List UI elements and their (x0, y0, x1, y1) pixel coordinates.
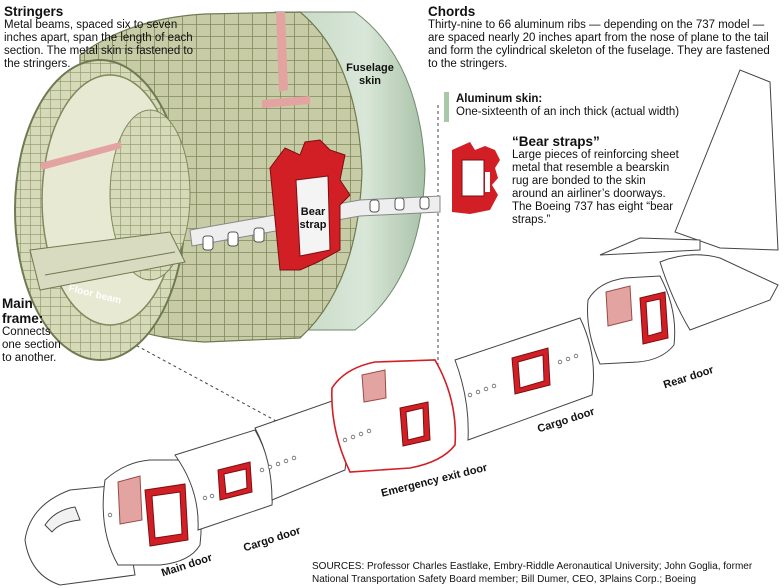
chords-title: Chords (428, 4, 476, 19)
connector-line (51, 299, 331, 451)
stringers-text: Metal beams, spaced six to seven inches … (4, 19, 193, 70)
chords-text: Thirty-nine to 66 aluminum ribs — depend… (428, 19, 770, 70)
tail-cone (659, 254, 779, 331)
chords-callout: Chords Thirty-nine to 66 aluminum ribs —… (428, 4, 773, 71)
aluminum-skin-title: Aluminum skin: (456, 93, 543, 105)
stringers-title: Stringers (4, 4, 64, 19)
cutaway-section (14, 11, 441, 361)
exploded-fuselage (24, 69, 779, 586)
aluminum-skin-swatch (444, 92, 449, 122)
main-frame-text: Connects one section to another. (2, 326, 61, 364)
stringers-callout: Stringers Metal beams, spaced six to sev… (4, 4, 210, 71)
main-frame-callout: Main frame: Connects one section to anot… (2, 296, 64, 365)
sources-note: SOURCES: Professor Charles Eastlake, Emb… (312, 561, 753, 585)
bear-strap-icon (452, 142, 500, 214)
bear-strap-label: Bear strap (299, 206, 327, 231)
fuselage-skin-label: Fuselage skin (346, 62, 394, 87)
vertical-stabilizer (674, 69, 779, 251)
aluminum-skin-text: One-sixteenth of an inch thick (actual w… (456, 106, 680, 118)
bear-straps-text: Large pieces of reinforcing sheet metal … (512, 149, 679, 226)
emergency-exit-section (331, 359, 457, 473)
aluminum-skin-callout: Aluminum skin: One-sixteenth of an inch … (456, 93, 776, 119)
bear-straps-callout: “Bear straps” Large pieces of reinforcin… (512, 134, 682, 227)
window-row (107, 353, 579, 518)
bear-straps-title: “Bear straps” (512, 134, 600, 149)
main-frame-title: Main frame: (2, 296, 44, 326)
